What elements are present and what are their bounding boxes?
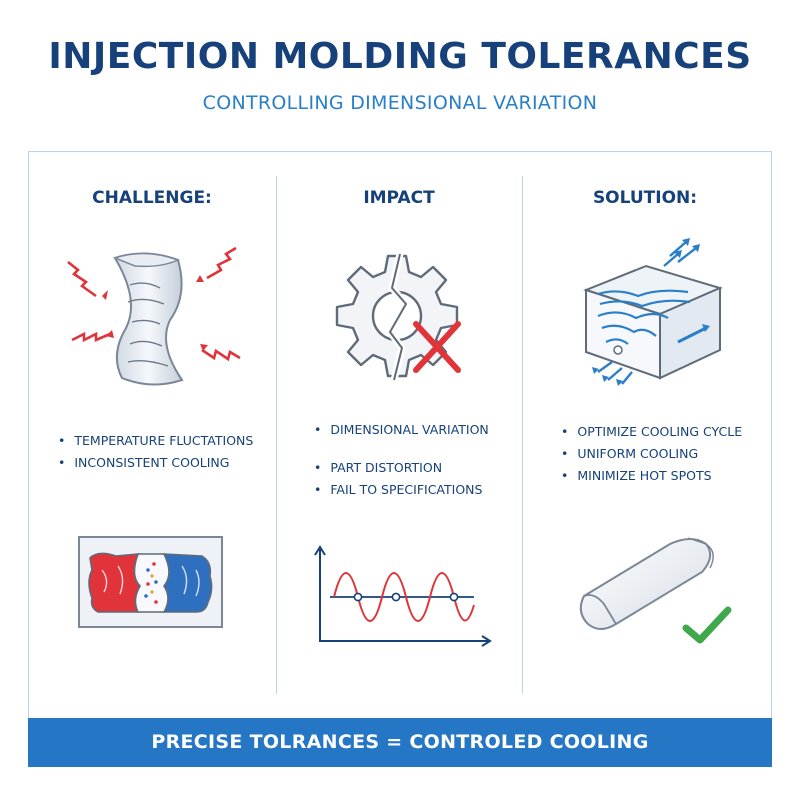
broken-gear-icon [335,253,461,381]
impact-heading: IMPACT [363,188,435,208]
list-item: PART DISTORTION [314,457,489,479]
list-item: MINIMIZE HOT SPOTS [561,465,742,487]
footer-banner: PRECISE TOLRANCES = CONTROLED COOLING [28,718,772,767]
solution-bullet-list: OPTIMIZE COOLING CYCLE UNIFORM COOLING M… [561,421,742,487]
challenge-bullet-list: TEMPERATURE FLUCTATIONS INCONSISTENT COO… [58,430,253,474]
warped-part-icon [67,246,241,386]
list-item: UNIFORM COOLING [561,443,742,465]
impact-bullet-list: DIMENSIONAL VARIATION PART DISTORTION FA… [314,419,489,501]
list-item: TEMPERATURE FLUCTATIONS [58,430,253,452]
list-item: OPTIMIZE COOLING CYCLE [561,421,742,443]
list-item: FAIL TO SPECIFICATIONS [314,479,489,501]
list-item: INCONSISTENT COOLING [58,452,253,474]
column-divider [276,176,277,694]
page-title: INJECTION MOLDING TOLERANCES [48,36,752,77]
solution-heading: SOLUTION: [592,188,698,208]
variation-chart-icon [314,545,492,647]
page-subtitle: CONTROLLING DIMENSIONAL VARIATION [202,92,598,114]
column-divider [522,176,523,694]
list-item: DIMENSIONAL VARIATION [314,419,488,441]
challenge-heading: CHALLENGE: [92,188,212,208]
uneven-heat-mold-icon [78,536,223,628]
cooling-channel-mold-icon [583,238,723,386]
flat-part-check-icon [579,537,732,644]
